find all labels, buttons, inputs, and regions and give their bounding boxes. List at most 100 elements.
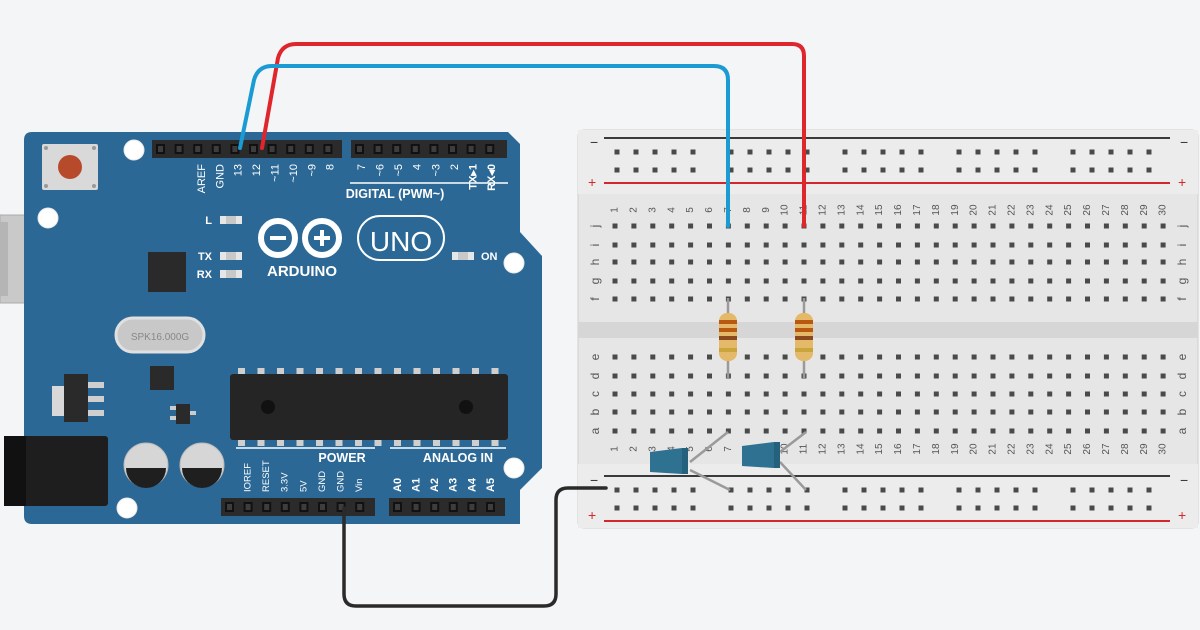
terminal-hole[interactable]: [839, 373, 845, 379]
terminal-hole[interactable]: [1122, 259, 1128, 265]
terminal-hole[interactable]: [1047, 223, 1053, 229]
terminal-hole[interactable]: [1009, 373, 1015, 379]
terminal-hole[interactable]: [914, 354, 920, 360]
rail-hole[interactable]: [880, 149, 886, 155]
terminal-hole[interactable]: [896, 223, 901, 229]
terminal-hole[interactable]: [933, 242, 939, 248]
terminal-hole[interactable]: [858, 296, 864, 302]
rail-hole[interactable]: [1127, 487, 1133, 493]
resistor-col-11[interactable]: [795, 298, 813, 378]
terminal-hole[interactable]: [650, 223, 656, 229]
terminal-hole[interactable]: [1085, 223, 1090, 229]
rail-hole[interactable]: [918, 149, 924, 155]
terminal-hole[interactable]: [1028, 242, 1034, 248]
terminal-hole[interactable]: [1047, 242, 1053, 248]
terminal-hole[interactable]: [820, 223, 826, 229]
rail-hole[interactable]: [1032, 487, 1038, 493]
terminal-hole[interactable]: [839, 391, 845, 397]
terminal-hole[interactable]: [744, 259, 750, 265]
rail-hole[interactable]: [747, 505, 753, 511]
terminal-hole[interactable]: [744, 428, 750, 434]
rail-hole[interactable]: [1108, 149, 1114, 155]
terminal-hole[interactable]: [896, 242, 901, 248]
terminal-hole[interactable]: [952, 296, 958, 302]
terminal-hole[interactable]: [1103, 409, 1109, 415]
terminal-hole[interactable]: [1028, 391, 1034, 397]
terminal-hole[interactable]: [820, 354, 826, 360]
terminal-hole[interactable]: [1160, 409, 1166, 415]
terminal-hole[interactable]: [877, 409, 883, 415]
terminal-hole[interactable]: [1066, 259, 1072, 265]
terminal-hole[interactable]: [1141, 391, 1147, 397]
terminal-hole[interactable]: [763, 354, 769, 360]
terminal-hole[interactable]: [971, 391, 977, 397]
terminal-hole[interactable]: [1141, 373, 1147, 379]
terminal-hole[interactable]: [1160, 391, 1166, 397]
terminal-hole[interactable]: [631, 296, 637, 302]
terminal-hole[interactable]: [688, 296, 694, 302]
terminal-hole[interactable]: [725, 278, 731, 284]
terminal-hole[interactable]: [744, 373, 750, 379]
terminal-hole[interactable]: [1160, 259, 1166, 265]
terminal-hole[interactable]: [631, 373, 637, 379]
rail-hole[interactable]: [994, 149, 1000, 155]
terminal-hole[interactable]: [990, 428, 996, 434]
terminal-hole[interactable]: [801, 428, 807, 434]
terminal-hole[interactable]: [1066, 409, 1072, 415]
wire-blue-pin13[interactable]: [238, 64, 730, 228]
terminal-hole[interactable]: [782, 223, 788, 229]
terminal-hole[interactable]: [725, 259, 731, 265]
terminal-hole[interactable]: [820, 428, 826, 434]
terminal-hole[interactable]: [990, 354, 996, 360]
terminal-hole[interactable]: [858, 391, 864, 397]
terminal-hole[interactable]: [707, 391, 712, 397]
terminal-hole[interactable]: [744, 391, 750, 397]
rail-hole[interactable]: [880, 505, 886, 511]
terminal-hole[interactable]: [1028, 223, 1034, 229]
terminal-hole[interactable]: [725, 391, 731, 397]
terminal-hole[interactable]: [1066, 391, 1072, 397]
rail-hole[interactable]: [880, 167, 886, 173]
rail-hole[interactable]: [785, 167, 791, 173]
terminal-hole[interactable]: [801, 242, 807, 248]
terminal-hole[interactable]: [1047, 296, 1053, 302]
terminal-hole[interactable]: [914, 278, 920, 284]
terminal-hole[interactable]: [990, 296, 996, 302]
rail-hole[interactable]: [652, 149, 658, 155]
terminal-hole[interactable]: [1160, 242, 1166, 248]
terminal-hole[interactable]: [990, 409, 996, 415]
rail-hole[interactable]: [804, 167, 810, 173]
terminal-hole[interactable]: [688, 354, 694, 360]
terminal-hole[interactable]: [1160, 428, 1166, 434]
rail-hole[interactable]: [994, 167, 1000, 173]
terminal-hole[interactable]: [1122, 391, 1128, 397]
terminal-hole[interactable]: [707, 409, 712, 415]
terminal-hole[interactable]: [858, 223, 864, 229]
terminal-hole[interactable]: [858, 242, 864, 248]
terminal-hole[interactable]: [1009, 409, 1015, 415]
rail-hole[interactable]: [975, 167, 981, 173]
terminal-hole[interactable]: [858, 409, 864, 415]
terminal-hole[interactable]: [631, 259, 637, 265]
terminal-hole[interactable]: [1141, 354, 1147, 360]
terminal-hole[interactable]: [1160, 373, 1166, 379]
terminal-hole[interactable]: [877, 223, 883, 229]
terminal-hole[interactable]: [707, 259, 712, 265]
terminal-hole[interactable]: [669, 296, 675, 302]
terminal-hole[interactable]: [631, 278, 637, 284]
terminal-hole[interactable]: [1141, 259, 1147, 265]
terminal-hole[interactable]: [1122, 278, 1128, 284]
terminal-hole[interactable]: [612, 391, 618, 397]
rail-hole[interactable]: [842, 149, 848, 155]
rail-hole[interactable]: [671, 167, 677, 173]
terminal-hole[interactable]: [877, 278, 883, 284]
rail-hole[interactable]: [956, 149, 962, 155]
terminal-hole[interactable]: [1028, 373, 1034, 379]
terminal-hole[interactable]: [631, 223, 637, 229]
terminal-hole[interactable]: [896, 391, 901, 397]
terminal-hole[interactable]: [631, 391, 637, 397]
terminal-hole[interactable]: [1028, 259, 1034, 265]
terminal-hole[interactable]: [896, 296, 901, 302]
terminal-hole[interactable]: [744, 354, 750, 360]
terminal-hole[interactable]: [1028, 278, 1034, 284]
